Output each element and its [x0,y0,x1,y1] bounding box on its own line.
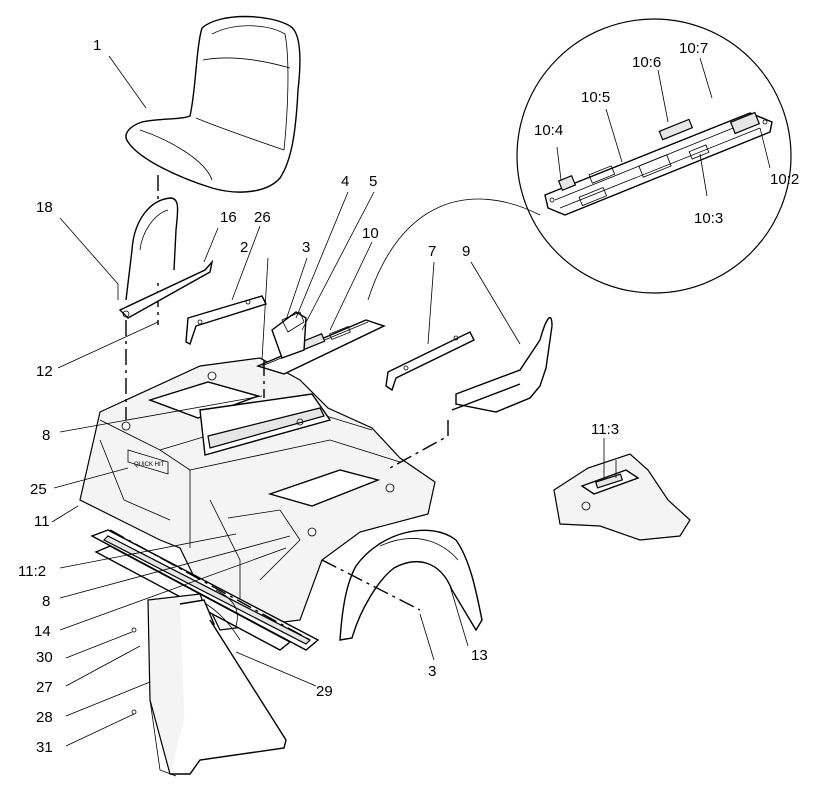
bracket-7 [385,331,475,392]
callout-25: 25 [30,481,47,498]
callout-10-5: 10:5 [581,89,610,106]
callout-7: 7 [428,243,436,260]
callout-31: 31 [36,739,53,756]
callout-2: 2 [240,239,248,256]
callout-29: 29 [316,683,333,700]
callout-10-4: 10:4 [534,122,563,139]
callout-10-2: 10:2 [770,171,799,188]
control-panel [255,311,386,375]
callout-11-2: 11:2 [18,563,46,580]
callout-4: 4 [341,173,349,190]
callout-13: 13 [471,647,488,664]
rear-fender-13 [339,529,483,641]
fender-centerline [321,559,421,611]
callout-11: 11 [34,513,50,530]
callout-28: 28 [36,709,53,726]
callout-18: 18 [36,199,53,216]
leader-lines [51,55,521,747]
callout-3-switch: 3 [302,239,310,256]
frame-bracket [131,593,287,777]
callout-10-6: 10:6 [632,54,661,71]
callout-30: 30 [36,649,53,666]
callout-labels: 1 2 3 3 4 5 7 8 8 9 10 10:2 10:3 10:4 10… [18,37,799,756]
callout-11-3: 11:3 [591,421,619,438]
callout-5: 5 [369,173,377,190]
callout-10-7: 10:7 [679,40,708,57]
decal-label: QUICK HIT [134,462,165,468]
detail-11-3 [553,438,691,541]
handle-9 [451,316,553,413]
callout-10-3: 10:3 [694,210,723,227]
rear-fender-body: QUICK HIT [79,357,436,631]
callout-8-top: 8 [42,427,50,444]
callout-3-fender: 3 [428,663,436,680]
rail-centerline [109,529,311,641]
handle-centerline [389,420,449,469]
callout-10: 10 [362,225,379,242]
callout-14: 14 [34,623,51,640]
seat-bracket [117,197,214,319]
callout-9: 9 [462,243,470,260]
callout-8-bottom: 8 [42,593,50,610]
callout-27: 27 [36,679,53,696]
seat [125,15,301,193]
detail-view-circle [367,18,792,301]
bracket-26 [185,295,267,345]
callout-26: 26 [254,209,271,226]
callout-1: 1 [93,37,101,54]
callout-12: 12 [36,363,53,380]
callout-16: 16 [220,209,237,226]
